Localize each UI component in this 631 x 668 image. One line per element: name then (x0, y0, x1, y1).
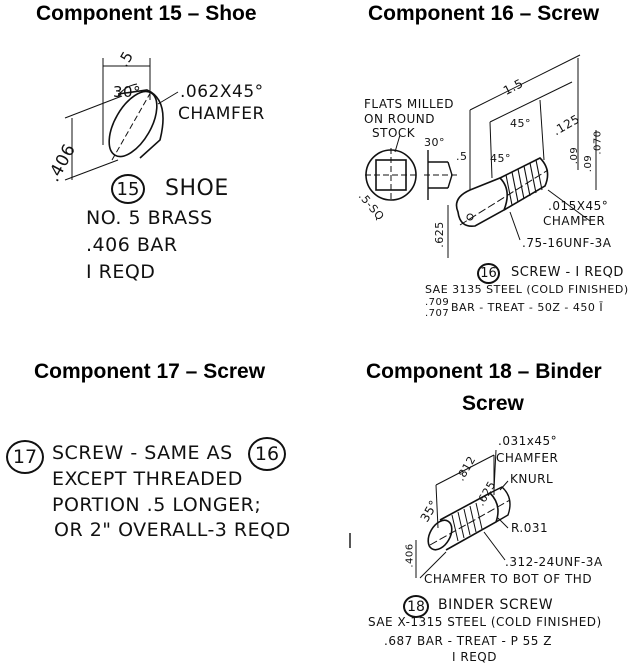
binder18-dim-bot-thread: CHAMFER TO BOT OF THD (424, 572, 593, 586)
shoe-chamfer-leader (157, 91, 179, 105)
screw16-head (455, 177, 508, 228)
screw17-title: SCREW - SAME AS (52, 442, 233, 464)
binder18-dim-knurl: KNURL (510, 472, 554, 486)
binder18-dim-radius: R.031 (511, 521, 549, 535)
screw16-chamfer-leader (547, 189, 591, 222)
heading-component-18-line2: Screw (462, 392, 524, 415)
screw16-dim-45deg-b: 45° (490, 152, 511, 165)
screw16-dim-5: .5 (456, 150, 468, 163)
screw17-spec-line-2: PORTION .5 LONGER; (52, 494, 262, 516)
shoe-dim-chamfer-size: .062X45° (180, 82, 264, 102)
binder18-bot-thread-leader (419, 551, 447, 579)
binder18-thread-leader (483, 531, 506, 561)
screw16-dim-1-5 (469, 54, 581, 111)
screw16-dim-chamfer-label: CHAMFER (543, 214, 606, 228)
screw16-dim-45deg-a: 45° (510, 117, 531, 130)
shoe-body-outline (117, 89, 164, 159)
callout-18: 18 (403, 595, 429, 618)
screw16-spec-line-1: SAE 3135 STEEL (COLD FINISHED) (425, 283, 629, 296)
screw-16-drawing (365, 54, 597, 258)
heading-component-15: Component 15 – Shoe (36, 2, 257, 25)
screw16-spec-709: .709 (425, 297, 450, 308)
screw16-ext-b (489, 121, 493, 179)
screw16-thread-leader (509, 211, 521, 241)
shoe-ext-406-top (64, 95, 123, 119)
binder18-dim-chamfer-label: CHAMFER (496, 451, 559, 465)
shoe-15-drawing (64, 58, 179, 181)
shoe-spec-line-1: NO. 5 BRASS (86, 207, 213, 229)
shoe-centerline (111, 89, 153, 161)
binder18-chamfer-leader (493, 449, 497, 491)
screw17-spec-line-1: EXCEPT THREADED (52, 468, 243, 490)
heading-component-17: Component 17 – Screw (34, 360, 266, 383)
binder18-spec-line-1: SAE X-1315 STEEL (COLD FINISHED) (368, 615, 602, 629)
screw16-dim-09-b: .09 (583, 154, 595, 173)
binder18-title: BINDER SCREW (438, 597, 554, 613)
binder18-threads (451, 502, 483, 542)
shoe-dim-30deg: 30° (113, 83, 142, 101)
screw16-dim-30deg: 30° (424, 136, 445, 149)
shoe-dim-chamfer-label: CHAMFER (178, 104, 265, 124)
shoe-spec-line-3: I REQD (86, 261, 156, 283)
screw16-dim-09-a: .09 (569, 146, 581, 165)
shoe-spec-line-2: .406 BAR (86, 234, 178, 256)
callout-17: 17 (6, 440, 44, 474)
binder18-radius-leader (497, 517, 509, 529)
shoe-30deg-arc (117, 83, 138, 97)
screw16-note-flats-3: STOCK (372, 126, 416, 140)
shoe-title: SHOE (165, 176, 229, 201)
binder18-spec-line-2: .687 BAR - TREAT - P 55 Z (384, 634, 552, 648)
screw16-spec-line-2: BAR - TREAT - 50Z - 450 Ī (451, 301, 604, 314)
screw16-title: SCREW - I REQD (511, 265, 624, 280)
screw16-dim-1 (489, 81, 573, 123)
shoe-ext-406-bot (64, 159, 119, 181)
binder-screw-18-drawing (349, 449, 511, 579)
screw16-note-flats-1: FLATS MILLED (364, 97, 454, 111)
callout-16-reference: 16 (248, 437, 286, 471)
binder18-dim-thread: .312-24UNF-3A (505, 555, 603, 569)
screw16-dim-thread: .75-16UNF-3A (522, 236, 612, 250)
binder18-ext-a (435, 484, 439, 529)
screw16-side-view (427, 150, 453, 200)
screw17-spec-line-3: OR 2" OVERALL-3 REQD (54, 519, 291, 541)
heading-component-18-line1: Component 18 – Binder (366, 360, 602, 383)
heading-component-16: Component 16 – Screw (368, 2, 600, 25)
screw16-threads (505, 159, 543, 206)
callout-16: 16 (477, 263, 500, 284)
binder18-spec-line-3: I REQD (452, 650, 497, 664)
screw16-dim-chamfer-size: .015X45° (548, 199, 609, 213)
flats-leader (394, 134, 401, 153)
binder18-knurl-leader (499, 480, 509, 491)
screw16-dim-070: .070 (592, 130, 604, 155)
binder18-end (427, 519, 453, 551)
binder18-dim-chamfer-size: .031x45° (498, 434, 558, 448)
screw16-ext-c (539, 99, 545, 161)
screw16-spec-707: .707 (425, 308, 450, 319)
screw16-note-flats-2: ON ROUND (364, 112, 436, 126)
screw16-dim-625: .625 (432, 221, 446, 248)
binder18-dim-406: .406 (404, 543, 416, 568)
callout-15: 15 (111, 174, 145, 204)
binder18-dim-812 (435, 454, 495, 486)
